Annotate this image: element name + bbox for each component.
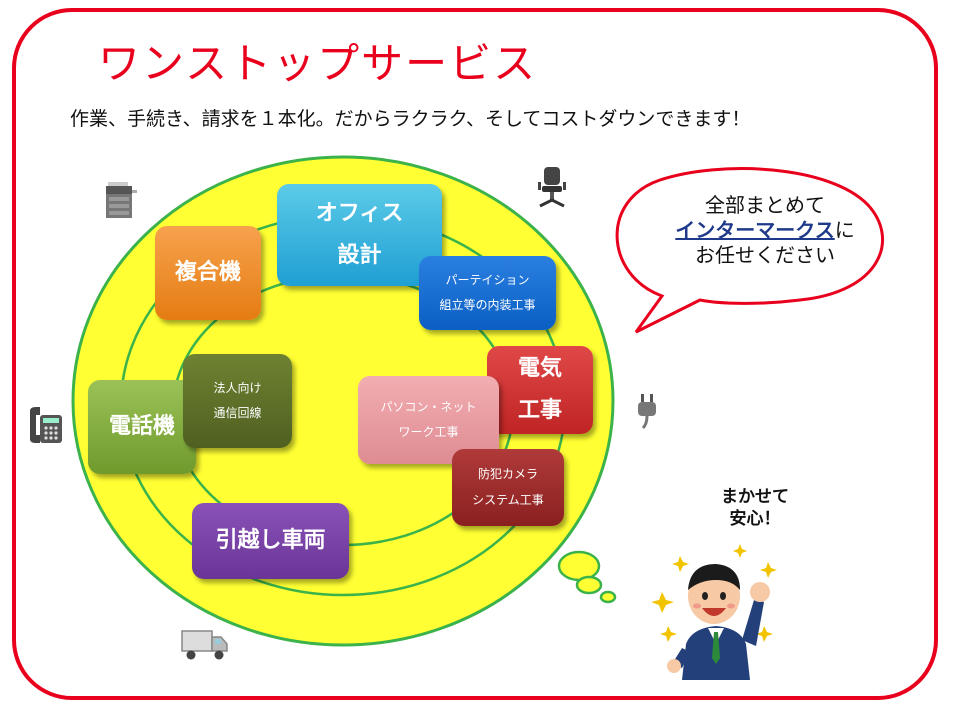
speech-line1: 全部まとめて [705,193,825,217]
telephone-label: 電話機 [108,414,175,440]
corporate-line2: 通信回線 [213,406,262,420]
corporate-line1: 法人向け [213,380,262,395]
security-camera-box: 防犯カメラ システム工事 [452,449,564,526]
speech-line2: インターマークスに [655,218,875,243]
security-camera-line2: システム工事 [472,492,544,507]
thought-bubble-large [557,550,601,582]
office-design-line2: 設計 [337,243,382,268]
power-plug-icon [638,394,656,430]
page-frame [12,8,938,700]
office-chair-icon [538,167,566,208]
security-camera-line1: 防犯カメラ [477,467,538,482]
reassure-line1: まかせて [721,487,789,507]
moving-vehicle-box: 引越し車両 [192,503,349,579]
speech-suffix: に [834,218,855,242]
partition-line1: パーテイション [445,272,530,287]
office-design-line1: オフィス [315,201,404,227]
speech-line3: お任せください [695,243,835,267]
thought-bubble-medium [575,575,603,595]
speech-balloon [615,167,885,334]
corporate-line-box: 法人向け 通信回線 [183,354,292,448]
pc-network-line2: ワーク工事 [398,425,459,439]
page-subtitle: 作業、手続き、請求を１本化。だからラクラク、そしてコストダウンできます！ [70,108,751,130]
electric-line2: 工事 [517,398,562,423]
copier-box: 複合機 [155,226,261,320]
speech-text: 全部まとめて インターマークスに お任せください [655,193,875,268]
reassure-text: まかせて 安心！ [700,486,810,530]
company-name: インターマークス [675,218,835,242]
reassure-line2: 安心！ [729,509,781,530]
copier-icon [106,182,137,218]
partition-box: パーテイション 組立等の内装工事 [419,256,556,330]
copier-label: 複合機 [174,260,241,286]
pc-network-line1: パソコン・ネット [380,399,477,414]
partition-line2: 組立等の内装工事 [439,298,536,312]
truck-icon [181,630,228,660]
moving-vehicle-label: 引越し車両 [215,528,326,554]
businessman-icon [652,544,777,680]
telephone-box: 電話機 [88,380,196,474]
electric-line1: 電気 [517,356,562,382]
page-title: ワンストップサービス [98,39,538,88]
thought-bubble-small [599,590,617,604]
telephone-icon [30,407,62,443]
electric-box: 電気 工事 [487,346,593,434]
office-design-box: オフィス 設計 [277,184,442,286]
pc-network-box: パソコン・ネット ワーク工事 [358,376,499,464]
